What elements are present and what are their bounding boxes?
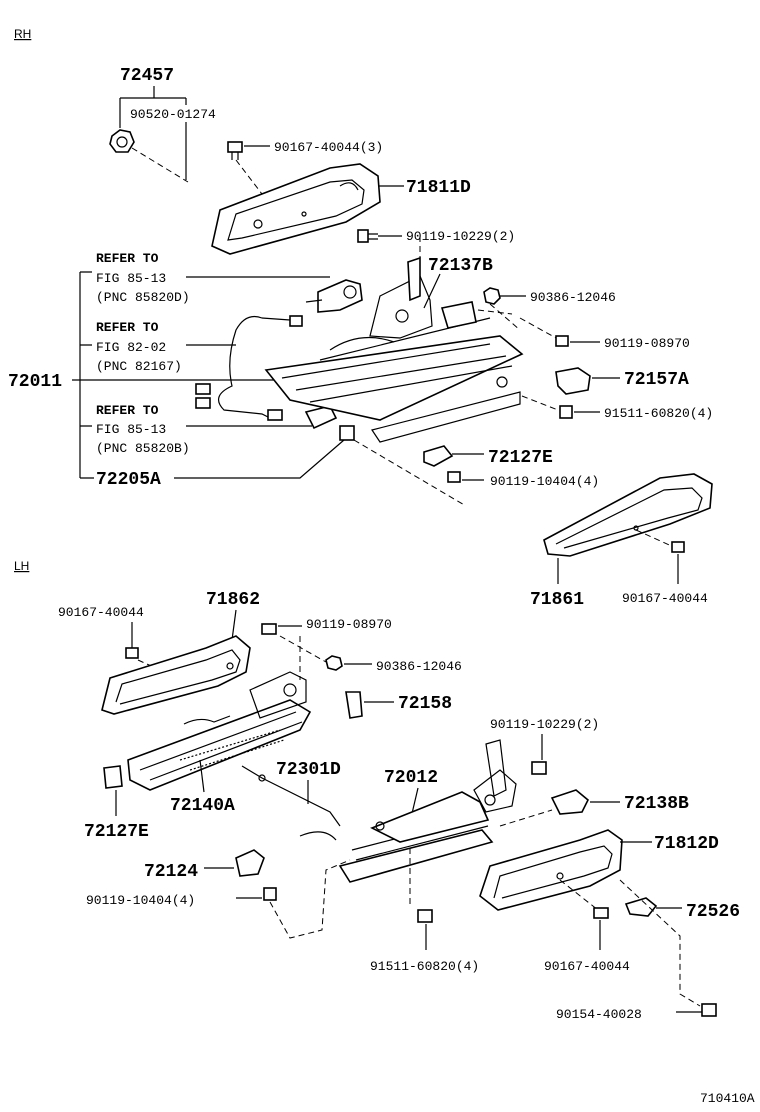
label-90167-40044-lh-a: 90167-40044 [58,605,144,620]
cable-72301D-icon [241,765,341,841]
screw-90154-icon [701,1003,717,1017]
cover-72127E-b-icon [103,765,123,789]
seat-track-lh-icon [127,671,312,791]
cover-72127E-icon [423,445,454,467]
label-72457: 72457 [120,66,174,86]
label-90520-01274: 90520-01274 [130,107,216,122]
label-90119-10229-2: 90119-10229(2) [406,229,515,244]
section-rh-label: RH [14,27,31,41]
label-72158: 72158 [398,694,452,714]
seat-track-72012-icon [338,739,517,883]
label-72138B: 72138B [624,794,689,814]
cover-71861-icon [543,473,713,557]
ref3-line3: (PNC 85820B) [96,441,190,456]
label-90119-08970: 90119-08970 [604,336,690,351]
label-72526: 72526 [686,902,740,922]
label-72301D: 72301D [276,760,341,780]
ref1-line1: REFER TO [96,251,159,266]
ref2-line1: REFER TO [96,320,159,335]
ref3-line2: FIG 85-13 [96,422,166,437]
label-71811D: 71811D [406,178,471,198]
cover-71812D-icon [479,829,623,911]
knob-72526-icon [624,897,658,917]
label-71861: 71861 [530,590,584,610]
bolt-90119-08970-b-icon [261,623,277,635]
label-90386-12046-lh: 90386-12046 [376,659,462,674]
label-72140A: 72140A [170,796,235,816]
bolt-90167-icon [227,141,243,160]
nut-90386-icon [483,287,501,305]
label-72127E-lh: 72127E [84,822,149,842]
label-72157A: 72157A [624,370,689,390]
ref3-line1: REFER TO [96,403,159,418]
label-90154-40028: 90154-40028 [556,1007,642,1022]
bolt-90119-10229-b-icon [531,761,547,775]
clip-72138B-icon [550,789,589,815]
bolt-90167-c-icon [125,647,139,659]
label-91511-60820-4: 91511-60820(4) [604,406,713,421]
label-72127E-rh: 72127E [488,448,553,468]
label-72137B: 72137B [428,256,493,276]
ref2-line3: (PNC 82167) [96,359,182,374]
nut-72457-icon [109,129,135,153]
label-91511-60820-lh: 91511-60820(4) [370,959,479,974]
ref2-line2: FIG 82-02 [96,340,166,355]
clip-72158-icon [345,691,363,719]
label-72012: 72012 [384,768,438,788]
bolt-90119-08970-icon [555,335,569,347]
bolt-91511-b-icon [417,909,433,923]
label-90386-12046: 90386-12046 [530,290,616,305]
bolt-90119-10404-icon [447,471,461,483]
label-90119-10229-lh: 90119-10229(2) [490,717,599,732]
figure-id: 710410A [700,1091,755,1106]
label-90167-40044-rh: 90167-40044 [622,591,708,606]
label-90167-40044-3: 90167-40044(3) [274,140,383,155]
label-72205A: 72205A [96,470,161,490]
label-90119-10404-4: 90119-10404(4) [490,474,599,489]
bolt-90167-d-icon [593,907,609,919]
bolt-91511-icon [559,405,573,419]
nut-90386-b-icon [325,655,343,671]
bolt-90119-10229-icon [357,229,378,243]
bolt-90119-10404-b-icon [263,887,277,901]
cover-71811D-icon [211,163,381,255]
label-90119-10404-lh: 90119-10404(4) [86,893,195,908]
seat-track-72011-icon [195,256,524,443]
knob-72124-icon [235,849,265,877]
label-71812D: 71812D [654,834,719,854]
label-90167-40044-lh-b: 90167-40044 [544,959,630,974]
label-72011: 72011 [8,372,62,392]
ref1-line2: FIG 85-13 [96,271,166,286]
bolt-90167-b-icon [671,541,685,553]
clip-72157A-icon [555,367,591,395]
ref1-line3: (PNC 85820D) [96,290,190,305]
label-72124: 72124 [144,862,198,882]
section-lh-label: LH [14,559,29,573]
label-90119-08970-lh: 90119-08970 [306,617,392,632]
label-71862: 71862 [206,590,260,610]
cover-71862-icon [101,635,251,715]
